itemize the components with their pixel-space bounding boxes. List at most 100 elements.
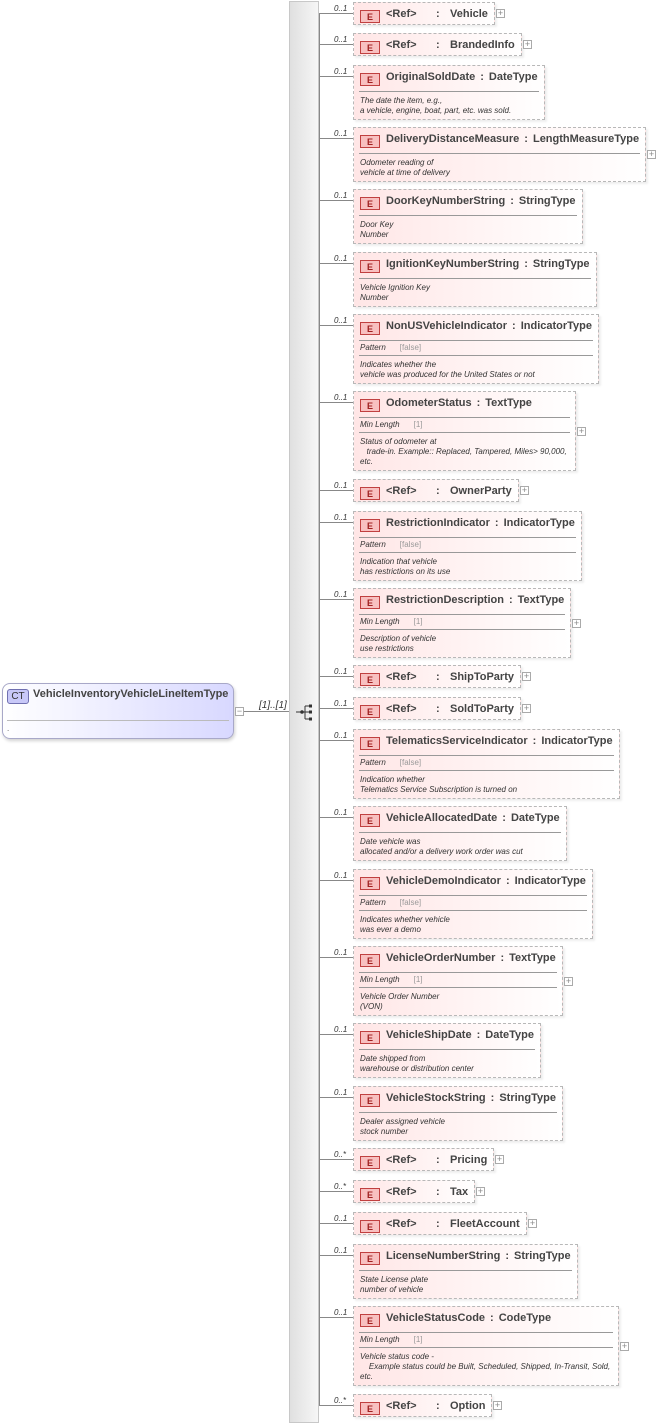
sequence-icon[interactable] [296,703,316,723]
element-badge: E [360,135,380,148]
element-multiplicity: 0..1 [334,667,348,676]
doc-line: etc. [360,1372,373,1381]
element-name: VehicleStockString [386,1092,486,1104]
element-badge: E [360,1402,380,1415]
expand-icon[interactable]: + [520,485,529,495]
element-multiplicity: 0..1 [334,1088,348,1097]
element-badge: E [360,399,380,412]
element-connector [319,676,353,677]
doc-line: Indication whether [360,775,425,784]
element-connector [319,263,353,264]
element-box[interactable]: E <Ref>:BrandedInfo [353,33,522,56]
element-badge: E [360,41,380,54]
doc-line: State License plate [360,1275,429,1284]
element-name: DeliveryDistanceMeasure [386,133,520,145]
expand-icon[interactable]: + [528,1218,537,1228]
element-name: OwnerParty [450,485,512,497]
element-name: Vehicle [450,8,488,20]
element-divider [359,832,561,833]
expand-icon[interactable]: + [493,1400,502,1410]
element-type: DateType [510,812,560,824]
collapse-icon[interactable]: − [235,706,244,716]
expand-icon[interactable]: + [620,1341,629,1351]
element-connector [319,1191,353,1192]
element-header: DoorKeyNumberString:StringType [386,195,576,207]
facet-label: Min Length [360,975,400,984]
ref-separator: : [436,1186,440,1198]
element-box[interactable]: E<Ref>:OwnerParty [353,479,519,502]
complex-type-box[interactable]: CT VehicleInventoryVehicleLineItemType . [2,683,234,739]
element-multiplicity: 0..1 [334,808,348,817]
element-badge: E [360,737,380,750]
element-facet: Pattern[false] [360,540,421,549]
element-box[interactable]: E<Ref>:SoldToParty [353,697,521,720]
type-separator: : [512,320,516,332]
expand-icon[interactable]: + [495,1154,504,1164]
element-documentation: Vehicle status code - Example status cou… [360,1352,614,1382]
element-facet: Pattern[false] [360,343,421,352]
expand-icon[interactable]: + [496,8,505,18]
element-header: <Ref>:Tax [386,1186,468,1198]
element-header: <Ref>:SoldToParty [386,703,514,715]
element-box[interactable]: E<Ref>:FleetAccount [353,1212,527,1235]
expand-icon[interactable]: + [564,976,573,986]
expand-icon[interactable]: + [647,149,656,159]
type-separator: : [502,812,506,824]
element-type: TextType [517,594,565,606]
element-connector [319,1317,353,1318]
expand-icon[interactable]: + [522,703,531,713]
element-box[interactable]: E<Ref>:Tax [353,1180,475,1203]
element-connector [319,200,353,201]
element-name: ShipToParty [450,671,514,683]
element-box[interactable]: E<Ref>:Option [353,1394,492,1417]
element-divider [359,1112,557,1113]
element-box[interactable]: E<Ref>:Vehicle [353,2,495,25]
doc-line: Telematics Service Subscription is turne… [360,785,518,794]
type-separator: : [480,71,484,83]
expand-icon[interactable]: + [476,1186,485,1196]
facet-value: [1] [413,617,423,626]
type-separator: : [510,195,514,207]
element-header: <Ref>:BrandedInfo [386,39,515,51]
element-name: OdometerStatus [386,397,472,409]
element-multiplicity: 0..1 [334,67,348,76]
element-multiplicity: 0..1 [334,948,348,957]
expand-icon[interactable]: + [523,39,532,49]
expand-icon[interactable]: + [572,618,581,628]
expand-icon[interactable]: + [522,671,531,681]
element-documentation: The date the item, e.g.,a vehicle, engin… [360,96,540,116]
element-type: LengthMeasureType [532,133,640,145]
expand-icon[interactable]: + [577,426,586,436]
element-name: BrandedInfo [450,39,515,51]
element-header: IgnitionKeyNumberString:StringType [386,258,590,270]
element-facet: Min Length[1] [360,617,423,626]
element-box[interactable]: E<Ref>:Pricing [353,1148,494,1171]
facet-value: [1] [413,975,423,984]
element-header: LicenseNumberString:StringType [386,1250,571,1262]
facet-label: Pattern [360,898,386,907]
element-header: <Ref>:FleetAccount [386,1218,520,1230]
element-box[interactable]: E<Ref>:ShipToParty [353,665,521,688]
type-separator: : [532,735,537,747]
